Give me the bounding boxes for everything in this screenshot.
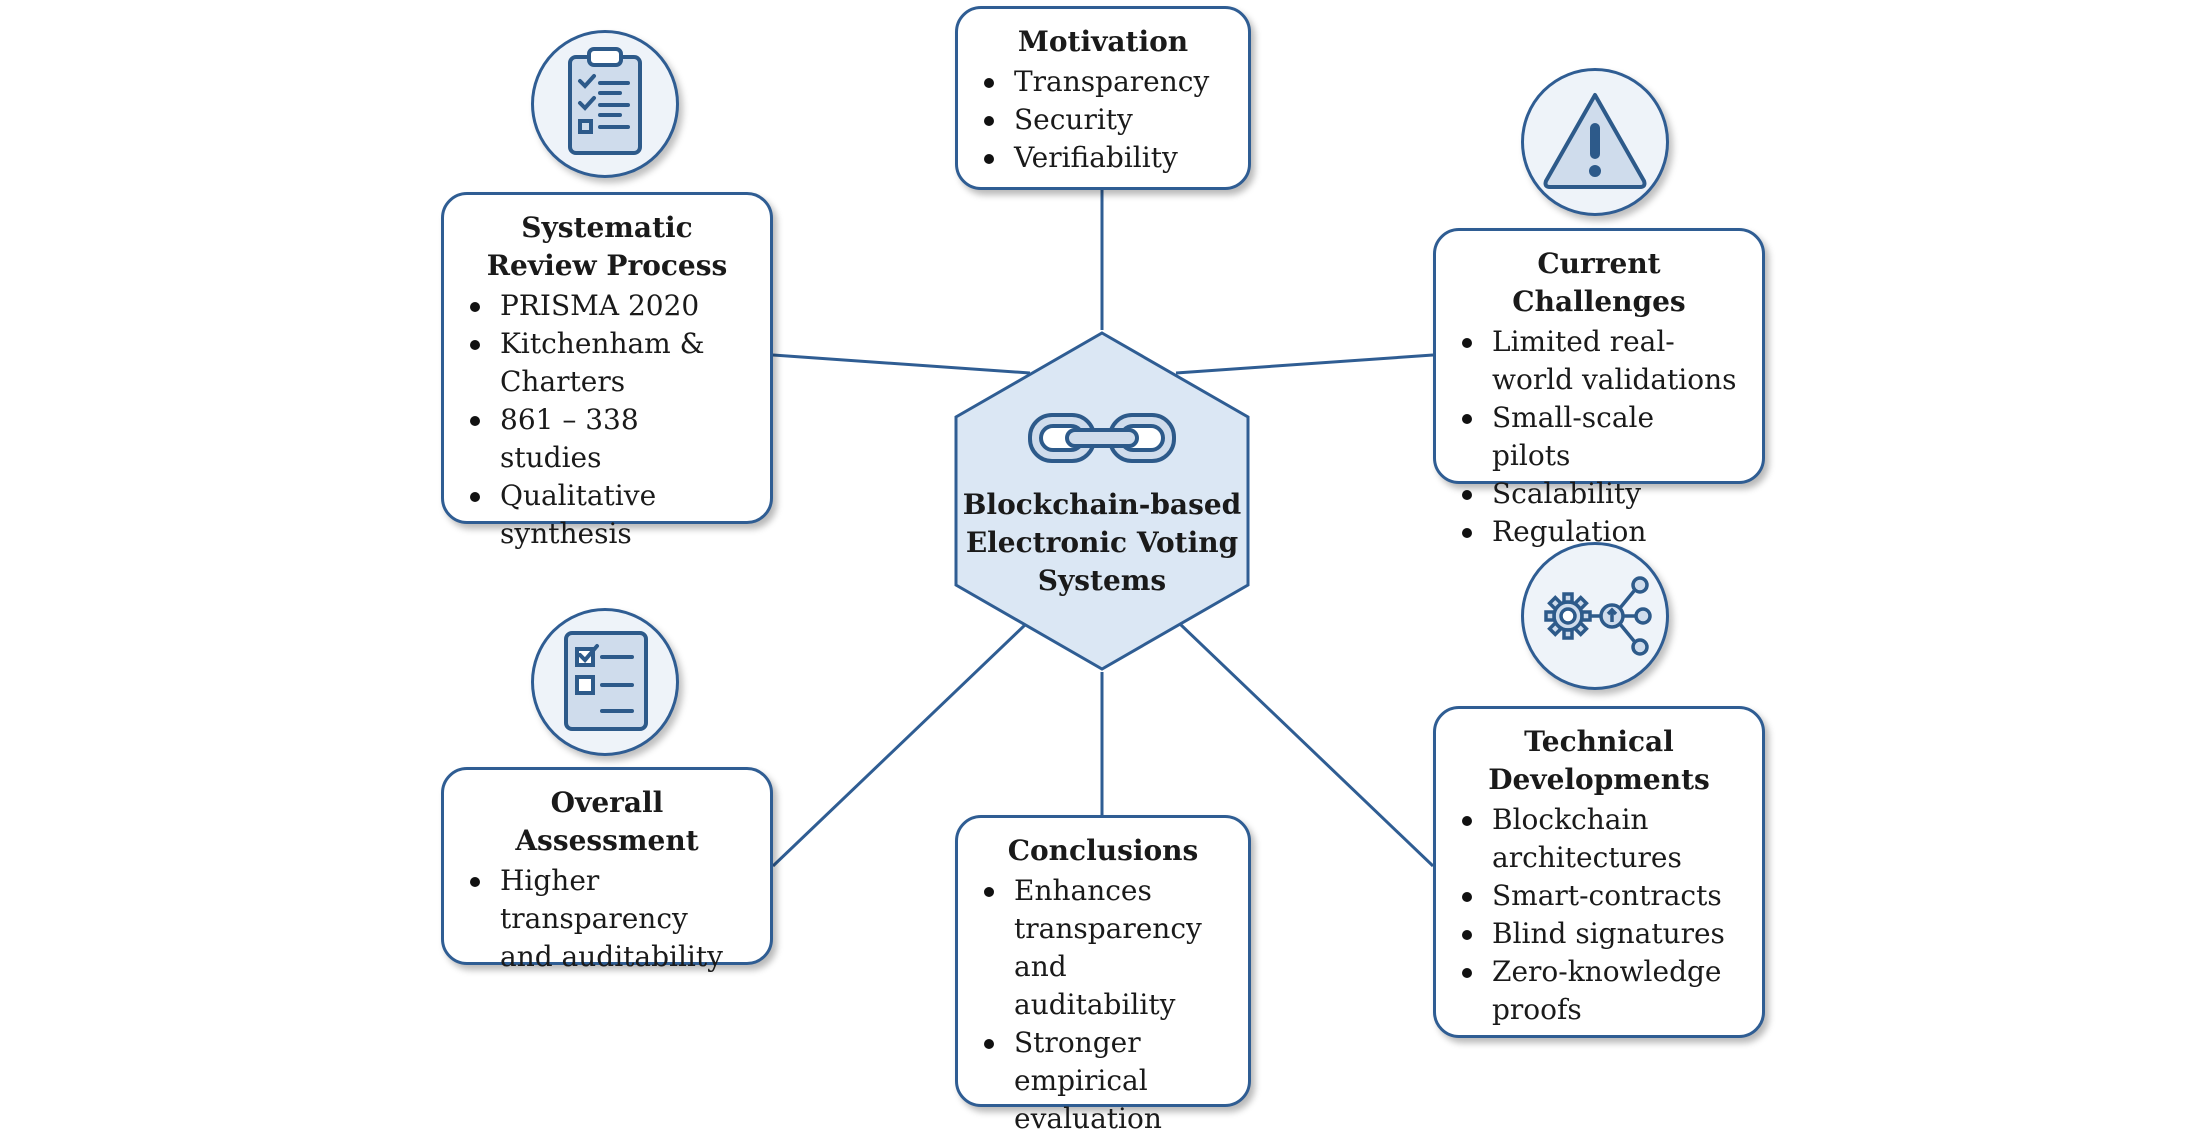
list-item: Blockchain architectures: [1462, 801, 1740, 877]
connector-systematic-review: [772, 353, 1031, 375]
list-item: Kitchenham & Charters: [470, 325, 748, 401]
technical-developments-icon-circle: [1521, 542, 1669, 690]
center-title-line: Blockchain-based: [962, 488, 1242, 521]
center-title-line: Systems: [1037, 564, 1167, 597]
list-item: Smart-contracts: [1462, 877, 1740, 915]
systematic-review-box: Systematic Review Process PRISMA 2020 Ki…: [441, 192, 773, 550]
overall-assessment-icon-circle: [531, 608, 679, 756]
motivation-title: Motivation: [1017, 25, 1189, 58]
current-challenges-list: Limited real-world validations Small-sca…: [1458, 323, 1740, 551]
current-challenges-box: Current Challenges Limited real-world va…: [1433, 228, 1765, 548]
connector-overall-assessment: [771, 622, 1028, 868]
list-item: Regulation: [1462, 513, 1740, 551]
systematic-review-title-line: Systematic: [521, 211, 693, 244]
list-item: Stronger empirical evaluation: [984, 1024, 1226, 1138]
technical-developments-title: Technical Developments: [1458, 723, 1740, 799]
center-title: Blockchain-based Electronic Voting Syste…: [953, 486, 1251, 600]
list-item: Blind signatures: [1462, 915, 1740, 953]
center-hexagon: [954, 331, 1250, 671]
technical-developments-list: Blockchain architectures Smart-contracts…: [1458, 801, 1740, 1029]
checklist-icon: [564, 631, 648, 731]
list-item: Small-scale pilots: [1462, 399, 1740, 475]
technical-developments-box: Technical Developments Blockchain archit…: [1433, 706, 1765, 1038]
clipboard-checklist-icon: [568, 47, 642, 155]
list-item: Scalability: [1462, 475, 1740, 513]
list-item: Limited real-world validations: [1462, 323, 1740, 399]
center-title-line: Electronic Voting: [965, 526, 1239, 559]
list-item: Verifiability: [984, 139, 1226, 177]
overall-assessment-list: Higher transparency and auditability: [466, 862, 748, 976]
list-item: Transparency: [984, 63, 1226, 101]
technical-developments-title-line: Technical: [1524, 725, 1674, 758]
systematic-review-list: PRISMA 2020 Kitchenham & Charters 861 – …: [466, 287, 748, 553]
systematic-review-title-line: Review Process: [486, 249, 728, 282]
connector-technical-developments: [1178, 622, 1435, 868]
current-challenges-title: Current Challenges: [1512, 247, 1686, 318]
chain-link-icon: [1028, 413, 1176, 463]
conclusions-box: Conclusions Enhances transparency and au…: [955, 815, 1251, 1135]
overall-assessment-title: Overall Assessment: [515, 786, 699, 857]
warning-triangle-icon: [1543, 93, 1647, 189]
motivation-list: Transparency Security Verifiability: [980, 63, 1226, 177]
conclusions-title: Conclusions: [1007, 834, 1199, 867]
list-item: Zero-knowledge proofs: [1462, 953, 1740, 1029]
connector-current-challenges: [1175, 353, 1434, 375]
list-item: 861 – 338 studies: [470, 401, 748, 477]
systematic-review-icon-circle: [531, 30, 679, 178]
technical-developments-title-line: Developments: [1488, 763, 1710, 796]
list-item: Higher transparency and auditability: [470, 862, 748, 976]
overall-assessment-box: Overall Assessment Higher transparency a…: [441, 767, 773, 973]
current-challenges-icon-circle: [1521, 68, 1669, 216]
conclusions-list: Enhances transparency and auditability S…: [980, 872, 1226, 1138]
list-item: Enhances transparency and auditability: [984, 872, 1226, 1024]
motivation-box: Motivation Transparency Security Verifia…: [955, 6, 1251, 190]
list-item: Qualitative synthesis: [470, 477, 748, 553]
list-item: Security: [984, 101, 1226, 139]
list-item: PRISMA 2020: [470, 287, 748, 325]
systematic-review-title: Systematic Review Process: [466, 209, 748, 285]
gear-network-icon: [1544, 576, 1652, 656]
